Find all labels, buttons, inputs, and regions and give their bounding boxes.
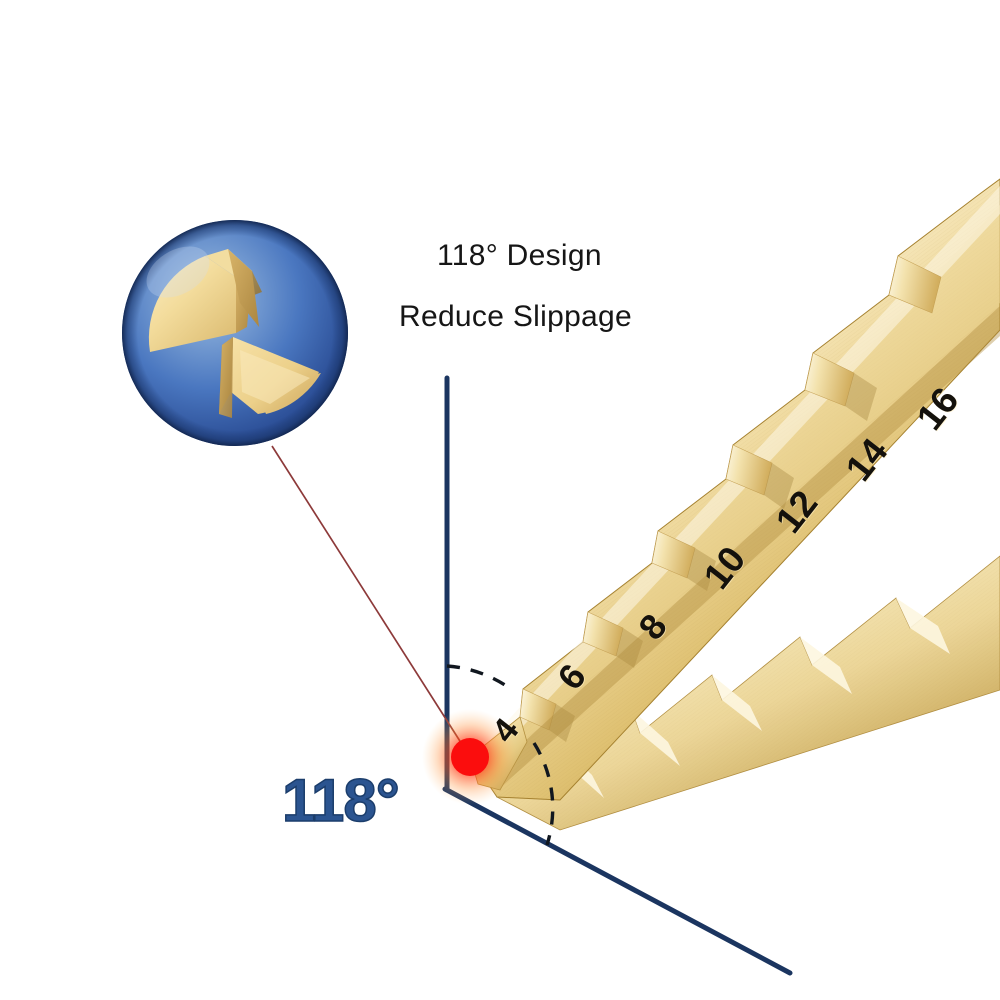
angle-value-label: 118° <box>281 766 400 835</box>
inset-flute-lower-rib-face <box>219 337 233 418</box>
angle-arc-upper <box>446 664 509 689</box>
angle-arc-group <box>446 664 555 846</box>
inset-leader-line <box>271 445 473 761</box>
step-drill-bit <box>469 178 1000 831</box>
drill-step-risers <box>519 255 942 731</box>
caption-reduce-slippage: Reduce Slippage <box>399 300 633 333</box>
inset-flute-upper <box>148 256 236 352</box>
angle-diagonal-arm <box>442 786 793 976</box>
inset-flute-upper-rightwedge <box>228 249 259 327</box>
inset-flute-lower-highlight <box>240 350 310 404</box>
tip-hotspot <box>422 709 518 805</box>
drill-step-shadows <box>549 373 877 742</box>
caption-118-design: 118° Design <box>437 239 602 272</box>
tip-hotspot-core <box>451 738 489 776</box>
inset-drill-tip-detail <box>122 220 348 446</box>
drill-lower-edge-shade <box>489 306 1000 788</box>
inset-sphere-specular <box>146 246 210 298</box>
angle-arc-lower <box>532 742 555 846</box>
